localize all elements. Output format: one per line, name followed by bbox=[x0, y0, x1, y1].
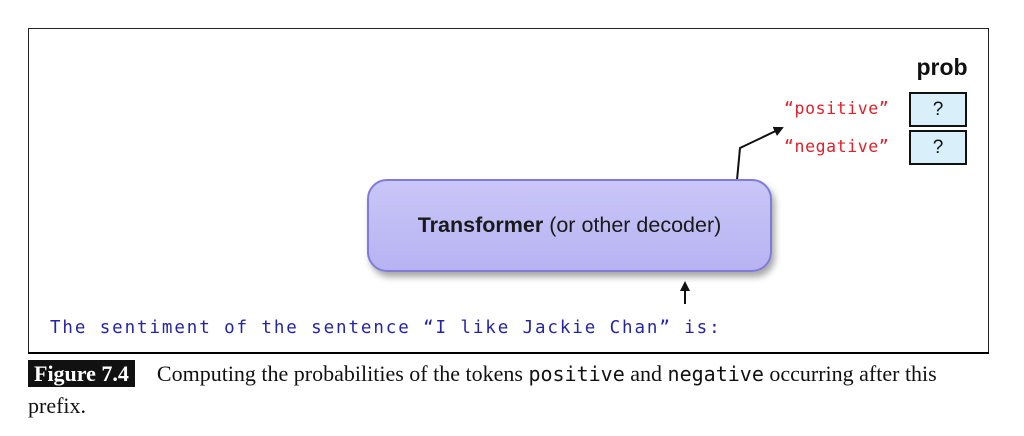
caption-token-negative: negative bbox=[667, 362, 764, 386]
transformer-decoder-box: Transformer (or other decoder) bbox=[367, 179, 772, 272]
model-qualifier: (or other decoder) bbox=[549, 213, 722, 237]
prompt-prefix: The sentiment of the sentence “I like Ja… bbox=[50, 318, 722, 338]
caption-text-after: occurring after this prefix. bbox=[28, 361, 937, 418]
output-arrow bbox=[736, 126, 784, 181]
negative-token-label: “negative” bbox=[784, 137, 890, 156]
negative-prob-cell: ? bbox=[909, 130, 967, 165]
figure-caption: Figure 7.4 Computing the probabilities of… bbox=[28, 358, 998, 421]
prob-column-header: prob bbox=[916, 54, 968, 80]
positive-prob-cell: ? bbox=[909, 92, 967, 127]
figure-label: Figure 7.4 bbox=[28, 360, 135, 387]
positive-token-label: “positive” bbox=[784, 99, 890, 118]
model-name: Transformer bbox=[417, 213, 544, 237]
caption-token-positive: positive bbox=[528, 362, 625, 386]
caption-text-before: Computing the probabilities of the token… bbox=[156, 361, 529, 386]
caption-text-mid: and bbox=[624, 361, 668, 386]
